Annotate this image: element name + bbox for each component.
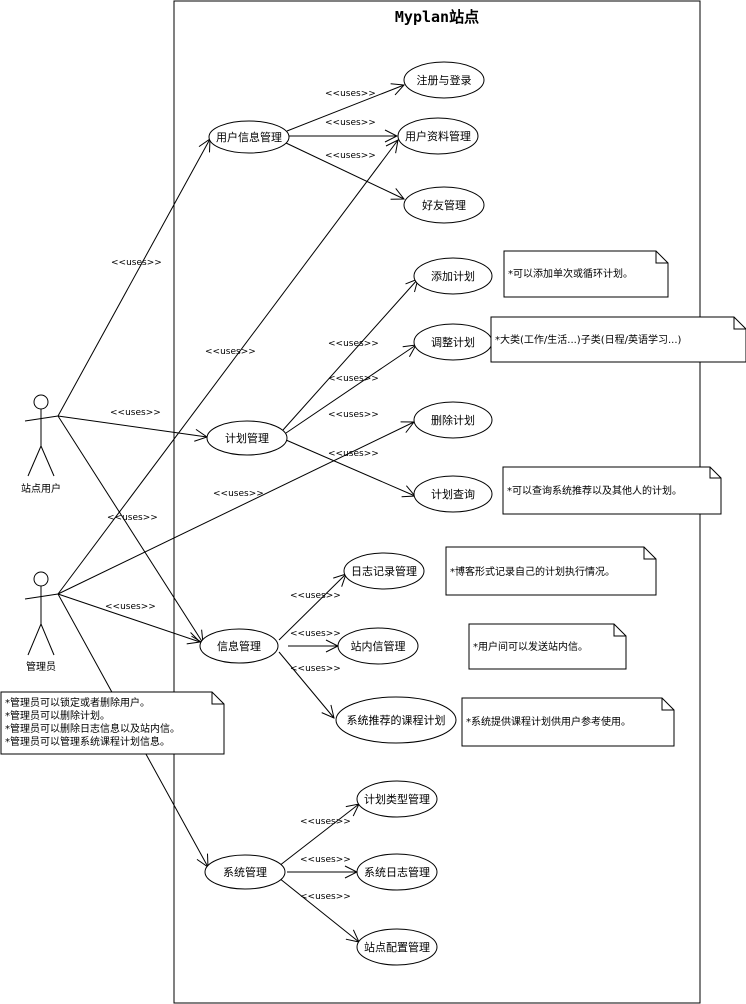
note-message: *用户间可以发送站内信。 — [468, 623, 627, 670]
stereo-user-info: <<uses>> — [107, 513, 158, 523]
stereo-user-plan: <<uses>> — [110, 408, 161, 418]
use-case-sys-log[interactable]: 系统日志管理 — [356, 853, 438, 891]
use-case-sys-label: 系统管理 — [223, 865, 267, 879]
use-case-profile-label: 用户资料管理 — [405, 129, 471, 143]
stereo-admin-info: <<uses>> — [105, 602, 156, 612]
actor-admin-label: 管理员 — [26, 660, 56, 673]
relationships — [57, 85, 418, 942]
link-admin-info — [57, 593, 200, 642]
stereo-userinfo-friends: <<uses>> — [325, 151, 376, 161]
use-case-info[interactable]: 信息管理 — [199, 628, 279, 664]
note-admin: *管理员可以锁定或者删除用户。 *管理员可以删除计划。 *管理员可以删除日志信息… — [0, 691, 225, 755]
use-case-plan-type-label: 计划类型管理 — [364, 792, 430, 806]
use-case-adjust-plan-label: 调整计划 — [431, 335, 475, 349]
link-admin-profile — [57, 140, 398, 595]
use-case-message-label: 站内信管理 — [351, 639, 406, 653]
use-case-sys-log-label: 系统日志管理 — [364, 865, 430, 879]
note-message-line: *用户间可以发送站内信。 — [473, 640, 588, 653]
stereotype-labels: <<uses>> <<uses>> <<uses>> <<uses>> <<us… — [105, 89, 379, 902]
link-info-log — [278, 574, 346, 641]
use-case-profile[interactable]: 用户资料管理 — [397, 117, 479, 155]
note-query-plan-line: *可以查询系统推荐以及其他人的计划。 — [507, 484, 682, 497]
link-user-plan — [57, 415, 207, 437]
actor-site-user[interactable]: 站点用户 — [21, 394, 61, 495]
use-case-delete-plan[interactable]: 删除计划 — [413, 401, 493, 439]
use-case-sys[interactable]: 系统管理 — [204, 854, 286, 890]
use-case-friends[interactable]: 好友管理 — [403, 186, 485, 224]
note-add-plan: *可以添加单次或循环计划。 — [503, 250, 669, 298]
stereo-sys-syslog: <<uses>> — [300, 855, 351, 865]
use-case-register-login-label: 注册与登录 — [417, 73, 472, 87]
stereo-info-log: <<uses>> — [290, 591, 341, 601]
stereo-plan-adjust: <<uses>> — [328, 374, 379, 384]
link-admin-delplan — [57, 422, 414, 595]
use-case-query-plan-label: 计划查询 — [431, 487, 475, 501]
note-log-line: *博客形式记录自己的计划执行情况。 — [450, 565, 615, 578]
link-plan-adjust — [285, 345, 416, 434]
use-case-site-config[interactable]: 站点配置管理 — [356, 928, 438, 966]
use-case-log-label: 日志记录管理 — [351, 564, 417, 578]
stereo-admin-profile: <<uses>> — [205, 347, 256, 357]
stereo-userinfo-profile: <<uses>> — [325, 118, 376, 128]
link-user-userinfo — [57, 139, 210, 417]
note-admin-line-4: *管理员可以管理系统课程计划信息。 — [5, 735, 170, 748]
use-case-register-login[interactable]: 注册与登录 — [403, 61, 485, 99]
use-case-user-info[interactable]: 用户信息管理 — [208, 120, 290, 154]
use-case-message[interactable]: 站内信管理 — [337, 627, 419, 665]
link-userinfo-register — [286, 85, 404, 132]
note-adjust-plan: *大类(工作/生活...)子类(日程/英语学习...) — [490, 316, 746, 363]
use-case-user-info-label: 用户信息管理 — [216, 130, 282, 144]
note-add-plan-line: *可以添加单次或循环计划。 — [508, 267, 633, 280]
stereo-plan-add: <<uses>> — [328, 339, 379, 349]
link-plan-query — [285, 439, 415, 496]
use-case-log[interactable]: 日志记录管理 — [343, 552, 425, 590]
note-admin-line-2: *管理员可以删除计划。 — [5, 709, 110, 722]
use-case-add-plan-label: 添加计划 — [431, 269, 475, 283]
use-case-plan-label: 计划管理 — [225, 431, 269, 445]
note-admin-line-3: *管理员可以删除日志信息以及站内信。 — [5, 722, 180, 735]
stereo-userinfo-register: <<uses>> — [325, 89, 376, 99]
system-title: Myplan站点 — [395, 8, 479, 26]
use-case-query-plan[interactable]: 计划查询 — [413, 475, 493, 513]
link-plan-add — [282, 279, 418, 431]
use-case-add-plan[interactable]: 添加计划 — [413, 257, 493, 295]
use-case-course-label: 系统推荐的课程计划 — [347, 713, 446, 727]
note-admin-line-1: *管理员可以锁定或者删除用户。 — [5, 696, 150, 709]
stereo-admin-delplan: <<uses>> — [213, 489, 264, 499]
stereo-user-userinfo: <<uses>> — [111, 258, 162, 268]
link-sys-plantype — [278, 804, 359, 867]
note-adjust-plan-line: *大类(工作/生活...)子类(日程/英语学习...) — [495, 333, 682, 346]
stereo-plan-query: <<uses>> — [328, 449, 379, 459]
actor-site-user-label: 站点用户 — [21, 482, 61, 495]
note-course-line: *系统提供课程计划供用户参考使用。 — [466, 715, 631, 728]
stereo-plan-delplan: <<uses>> — [328, 410, 379, 420]
use-case-plan[interactable]: 计划管理 — [206, 420, 288, 456]
use-case-course[interactable]: 系统推荐的课程计划 — [335, 696, 457, 744]
stereo-sys-plantype: <<uses>> — [300, 817, 351, 827]
stereo-sys-siteconf: <<uses>> — [300, 892, 351, 902]
link-sys-siteconf — [278, 877, 359, 942]
use-case-site-config-label: 站点配置管理 — [364, 940, 430, 954]
use-case-info-label: 信息管理 — [217, 639, 261, 653]
note-log: *博客形式记录自己的计划执行情况。 — [445, 546, 657, 596]
link-user-info — [57, 415, 203, 643]
note-course: *系统提供课程计划供用户参考使用。 — [461, 697, 675, 747]
stereo-info-msg: <<uses>> — [290, 629, 341, 639]
use-case-friends-label: 好友管理 — [422, 198, 466, 212]
actor-admin[interactable]: 管理员 — [24, 571, 59, 673]
use-case-delete-plan-label: 删除计划 — [431, 413, 475, 427]
use-case-plan-type[interactable]: 计划类型管理 — [356, 780, 438, 818]
note-query-plan: *可以查询系统推荐以及其他人的计划。 — [502, 466, 722, 515]
link-userinfo-friends — [285, 142, 404, 199]
use-case-adjust-plan[interactable]: 调整计划 — [413, 323, 493, 361]
link-info-course — [278, 651, 334, 718]
stereo-info-course: <<uses>> — [290, 664, 341, 674]
